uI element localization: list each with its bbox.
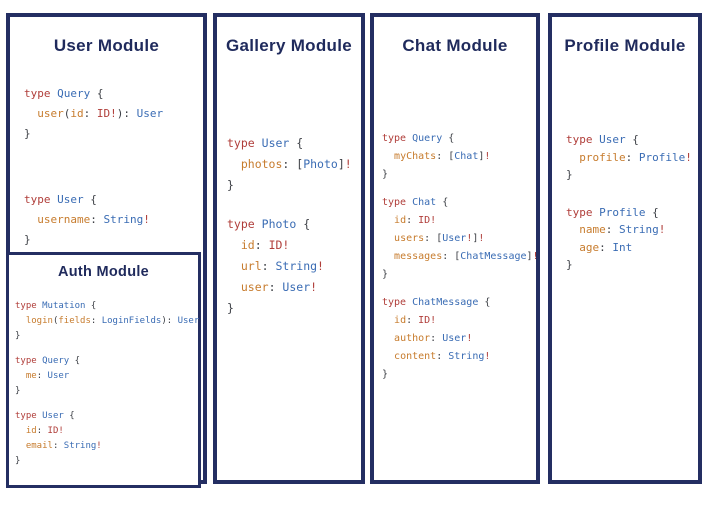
code-line: me: User (25, 371, 70, 381)
panel-auth-module: Auth Module type Mutation { login(fields… (6, 252, 201, 488)
user-module-title: User Module (53, 36, 160, 55)
auth-module-title: Auth Module (57, 264, 150, 280)
code-block: type Chat { id: ID! users: [User!]! mess… (382, 194, 539, 284)
code-line: type Query { (24, 87, 104, 100)
code-block: type User { photos: [Photo]!} (227, 133, 352, 196)
code-line: id: ID! (394, 215, 437, 226)
code-line: type Mutation { (15, 301, 97, 311)
gallery-module-schema-code: type User { photos: [Photo]!}type Photo … (227, 133, 352, 319)
code-line: } (382, 269, 389, 280)
code-block: type Query { user(id: ID!): User} (24, 84, 163, 144)
code-line: type Query { (382, 133, 455, 144)
code-line: username: String! (37, 213, 150, 226)
code-block: type Profile { name: String! age: Int} (566, 204, 692, 274)
code-line: type Photo { (227, 217, 311, 231)
code-line: } (15, 386, 21, 396)
code-block: type ChatMessage { id: ID! author: User!… (382, 294, 539, 384)
code-block: type User { profile: Profile!} (566, 131, 692, 184)
code-line: email: String! (25, 441, 102, 451)
code-block: type Photo { id: ID! url: String! user: … (227, 214, 352, 319)
chat-module-title: Chat Module (402, 36, 508, 55)
code-line: type Query { (15, 356, 81, 366)
code-line: } (15, 456, 21, 466)
code-line: id: ID! (240, 238, 290, 252)
chat-module-schema-code: type Query { myChats: [Chat]!}type Chat … (382, 130, 539, 384)
code-line: user: User! (240, 280, 318, 294)
code-block: type User { username: String!} (24, 190, 163, 250)
code-line: } (566, 168, 573, 181)
code-block: type Query { myChats: [Chat]!} (382, 130, 539, 184)
code-block: type User { id: ID! email: String!} (15, 409, 199, 469)
code-line: } (382, 369, 389, 380)
code-line: } (24, 127, 31, 140)
code-line: users: [User!]! (394, 233, 485, 244)
code-line: } (566, 258, 573, 271)
code-line: url: String! (240, 259, 324, 273)
code-line: type Chat { (382, 197, 449, 208)
code-line: } (227, 301, 234, 315)
code-line: myChats: [Chat]! (394, 151, 491, 162)
gallery-module-title: Gallery Module (225, 36, 353, 55)
code-line: name: String! (579, 223, 666, 236)
code-line: type Profile { (566, 205, 659, 219)
code-line: } (24, 233, 31, 246)
code-line: } (15, 331, 21, 341)
code-line: type User { (227, 136, 304, 150)
code-block: type Mutation { login(fields: LoginField… (15, 299, 199, 344)
user-module-schema-code: type Query { user(id: ID!): User}type Us… (24, 84, 163, 250)
code-line: } (382, 169, 389, 180)
code-line: id: ID! (394, 315, 437, 326)
code-line: login(fields: LoginFields): User (25, 316, 200, 326)
code-block: type Query { me: User} (15, 354, 199, 399)
code-line: messages: [ChatMessage]! (394, 251, 539, 262)
code-line: photos: [Photo]! (240, 157, 352, 171)
code-line: type ChatMessage { (382, 297, 491, 308)
profile-module-title: Profile Module (564, 36, 686, 55)
code-line: content: String! (394, 351, 491, 362)
code-line: type User { (566, 133, 639, 146)
auth-module-schema-code: type Mutation { login(fields: LoginField… (15, 299, 199, 469)
code-line: user(id: ID!): User (37, 107, 164, 120)
code-line: profile: Profile! (579, 150, 692, 164)
code-line: author: User! (394, 333, 473, 344)
panel-gallery-module: Gallery Module type User { photos: [Phot… (213, 13, 365, 484)
panel-user-module: User Module type Query { user(id: ID!): … (6, 13, 207, 488)
panel-profile-module: Profile Module type User { profile: Prof… (548, 13, 702, 484)
code-line: type User { (24, 193, 97, 206)
panel-chat-module: Chat Module type Query { myChats: [Chat]… (370, 13, 540, 484)
code-line: age: Int (579, 240, 633, 254)
code-line: type User { (15, 411, 75, 421)
code-line: id: ID! (25, 426, 64, 436)
code-line: } (227, 178, 234, 192)
profile-module-schema-code: type User { profile: Profile!}type Profi… (566, 131, 692, 274)
